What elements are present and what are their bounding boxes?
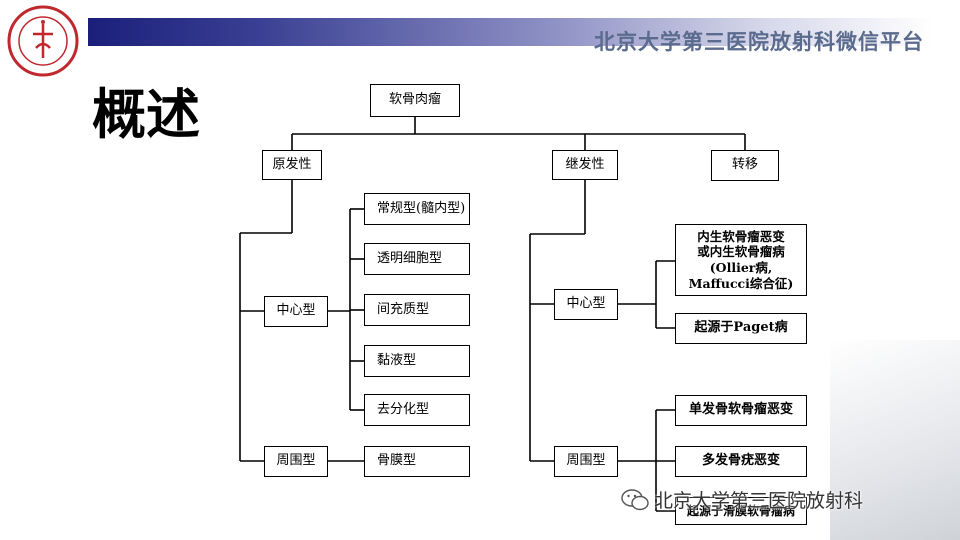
node-secondary-peripheral: 周围型	[554, 446, 618, 477]
node-line: 或内生软骨瘤病	[697, 244, 785, 260]
node-enchondroma-malignant: 内生软骨瘤恶变 或内生软骨瘤病 (Ollier病, Maffucci综合征)	[675, 224, 807, 296]
node-line: (Ollier病,	[710, 260, 772, 276]
node-root: 软骨肉瘤	[370, 84, 460, 117]
node-primary-peripheral: 周围型	[264, 446, 328, 477]
node-secondary: 继发性	[552, 150, 618, 180]
node-primary: 原发性	[262, 150, 322, 180]
node-dedifferentiated: 去分化型	[364, 394, 470, 426]
wechat-account-watermark: 北京大学第三医院放射科	[620, 486, 863, 513]
account-name: 北京大学第三医院放射科	[654, 486, 863, 513]
wechat-icon	[620, 488, 650, 512]
node-metastasis: 转移	[711, 150, 779, 181]
node-myxoid: 黏液型	[364, 345, 470, 377]
node-line: 内生软骨瘤恶变	[697, 229, 785, 245]
node-clear-cell: 透明细胞型	[364, 243, 470, 275]
node-periosteal: 骨膜型	[364, 446, 470, 477]
node-mesenchymal: 间充质型	[364, 294, 470, 326]
node-paget: 起源于Paget病	[675, 313, 807, 344]
node-solitary-osteochondroma: 单发骨软骨瘤恶变	[675, 395, 807, 426]
node-conventional: 常规型(髓内型)	[364, 193, 470, 225]
node-multiple-exostoses: 多发骨疣恶变	[675, 446, 807, 477]
node-secondary-central: 中心型	[554, 289, 618, 320]
node-primary-central: 中心型	[264, 296, 328, 327]
node-line: Maffucci综合征)	[689, 276, 794, 292]
